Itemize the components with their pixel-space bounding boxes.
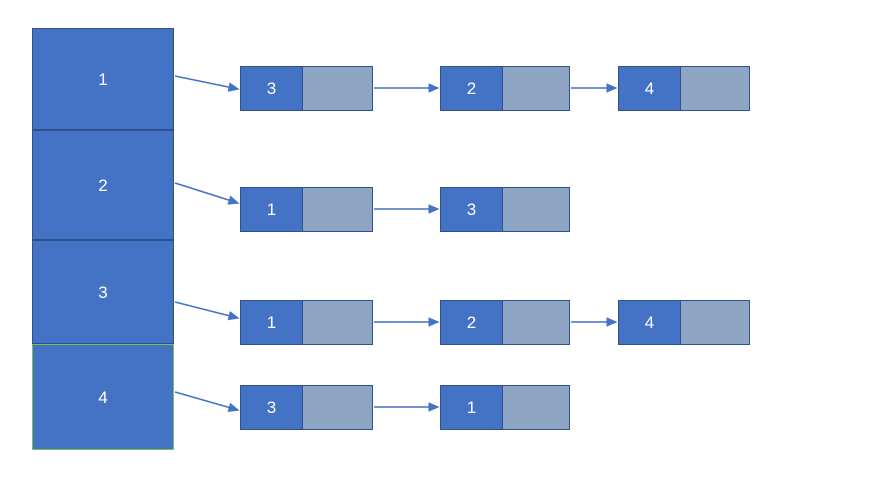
node-next-field bbox=[681, 67, 749, 110]
head-pointer-arrow-4 bbox=[174, 391, 240, 412]
head-pointer-arrow-2 bbox=[174, 182, 240, 205]
node-next-field bbox=[303, 386, 372, 429]
node-next-field bbox=[303, 301, 372, 344]
list-node[interactable]: 3 bbox=[240, 385, 373, 430]
array-cell-1[interactable]: 1 bbox=[32, 28, 174, 130]
node-data-field: 1 bbox=[241, 301, 303, 344]
list-node[interactable]: 1 bbox=[240, 187, 373, 232]
head-pointer-arrow-3 bbox=[174, 301, 240, 321]
head-pointer-arrow-1 bbox=[174, 75, 240, 92]
node-next-field bbox=[503, 301, 569, 344]
node-next-field bbox=[303, 188, 372, 231]
list-node[interactable]: 3 bbox=[240, 66, 373, 111]
node-data-field: 3 bbox=[241, 386, 303, 429]
node-next-field bbox=[503, 67, 569, 110]
list-node[interactable]: 4 bbox=[618, 300, 750, 345]
node-data-field: 2 bbox=[441, 301, 503, 344]
array-cell-label: 2 bbox=[98, 175, 108, 195]
node-data-field: 1 bbox=[241, 188, 303, 231]
node-data-field: 1 bbox=[441, 386, 503, 429]
list-node[interactable]: 1 bbox=[440, 385, 570, 430]
list-node[interactable]: 3 bbox=[440, 187, 570, 232]
list-node[interactable]: 1 bbox=[240, 300, 373, 345]
node-data-field: 4 bbox=[619, 67, 681, 110]
node-next-field bbox=[681, 301, 749, 344]
node-data-field: 2 bbox=[441, 67, 503, 110]
array-cell-label: 4 bbox=[98, 387, 108, 407]
node-data-field: 4 bbox=[619, 301, 681, 344]
array-cell-label: 3 bbox=[98, 282, 108, 302]
node-next-field bbox=[303, 67, 372, 110]
array-cell-2[interactable]: 2 bbox=[32, 130, 174, 240]
list-node[interactable]: 4 bbox=[618, 66, 750, 111]
array-cell-4[interactable]: 4 bbox=[32, 344, 174, 450]
array-cell-3[interactable]: 3 bbox=[32, 240, 174, 344]
node-next-field bbox=[503, 386, 569, 429]
list-node[interactable]: 2 bbox=[440, 66, 570, 111]
list-node[interactable]: 2 bbox=[440, 300, 570, 345]
node-next-field bbox=[503, 188, 569, 231]
edges-group bbox=[174, 75, 618, 412]
node-data-field: 3 bbox=[241, 67, 303, 110]
array-cell-label: 1 bbox=[98, 69, 108, 89]
node-data-field: 3 bbox=[441, 188, 503, 231]
